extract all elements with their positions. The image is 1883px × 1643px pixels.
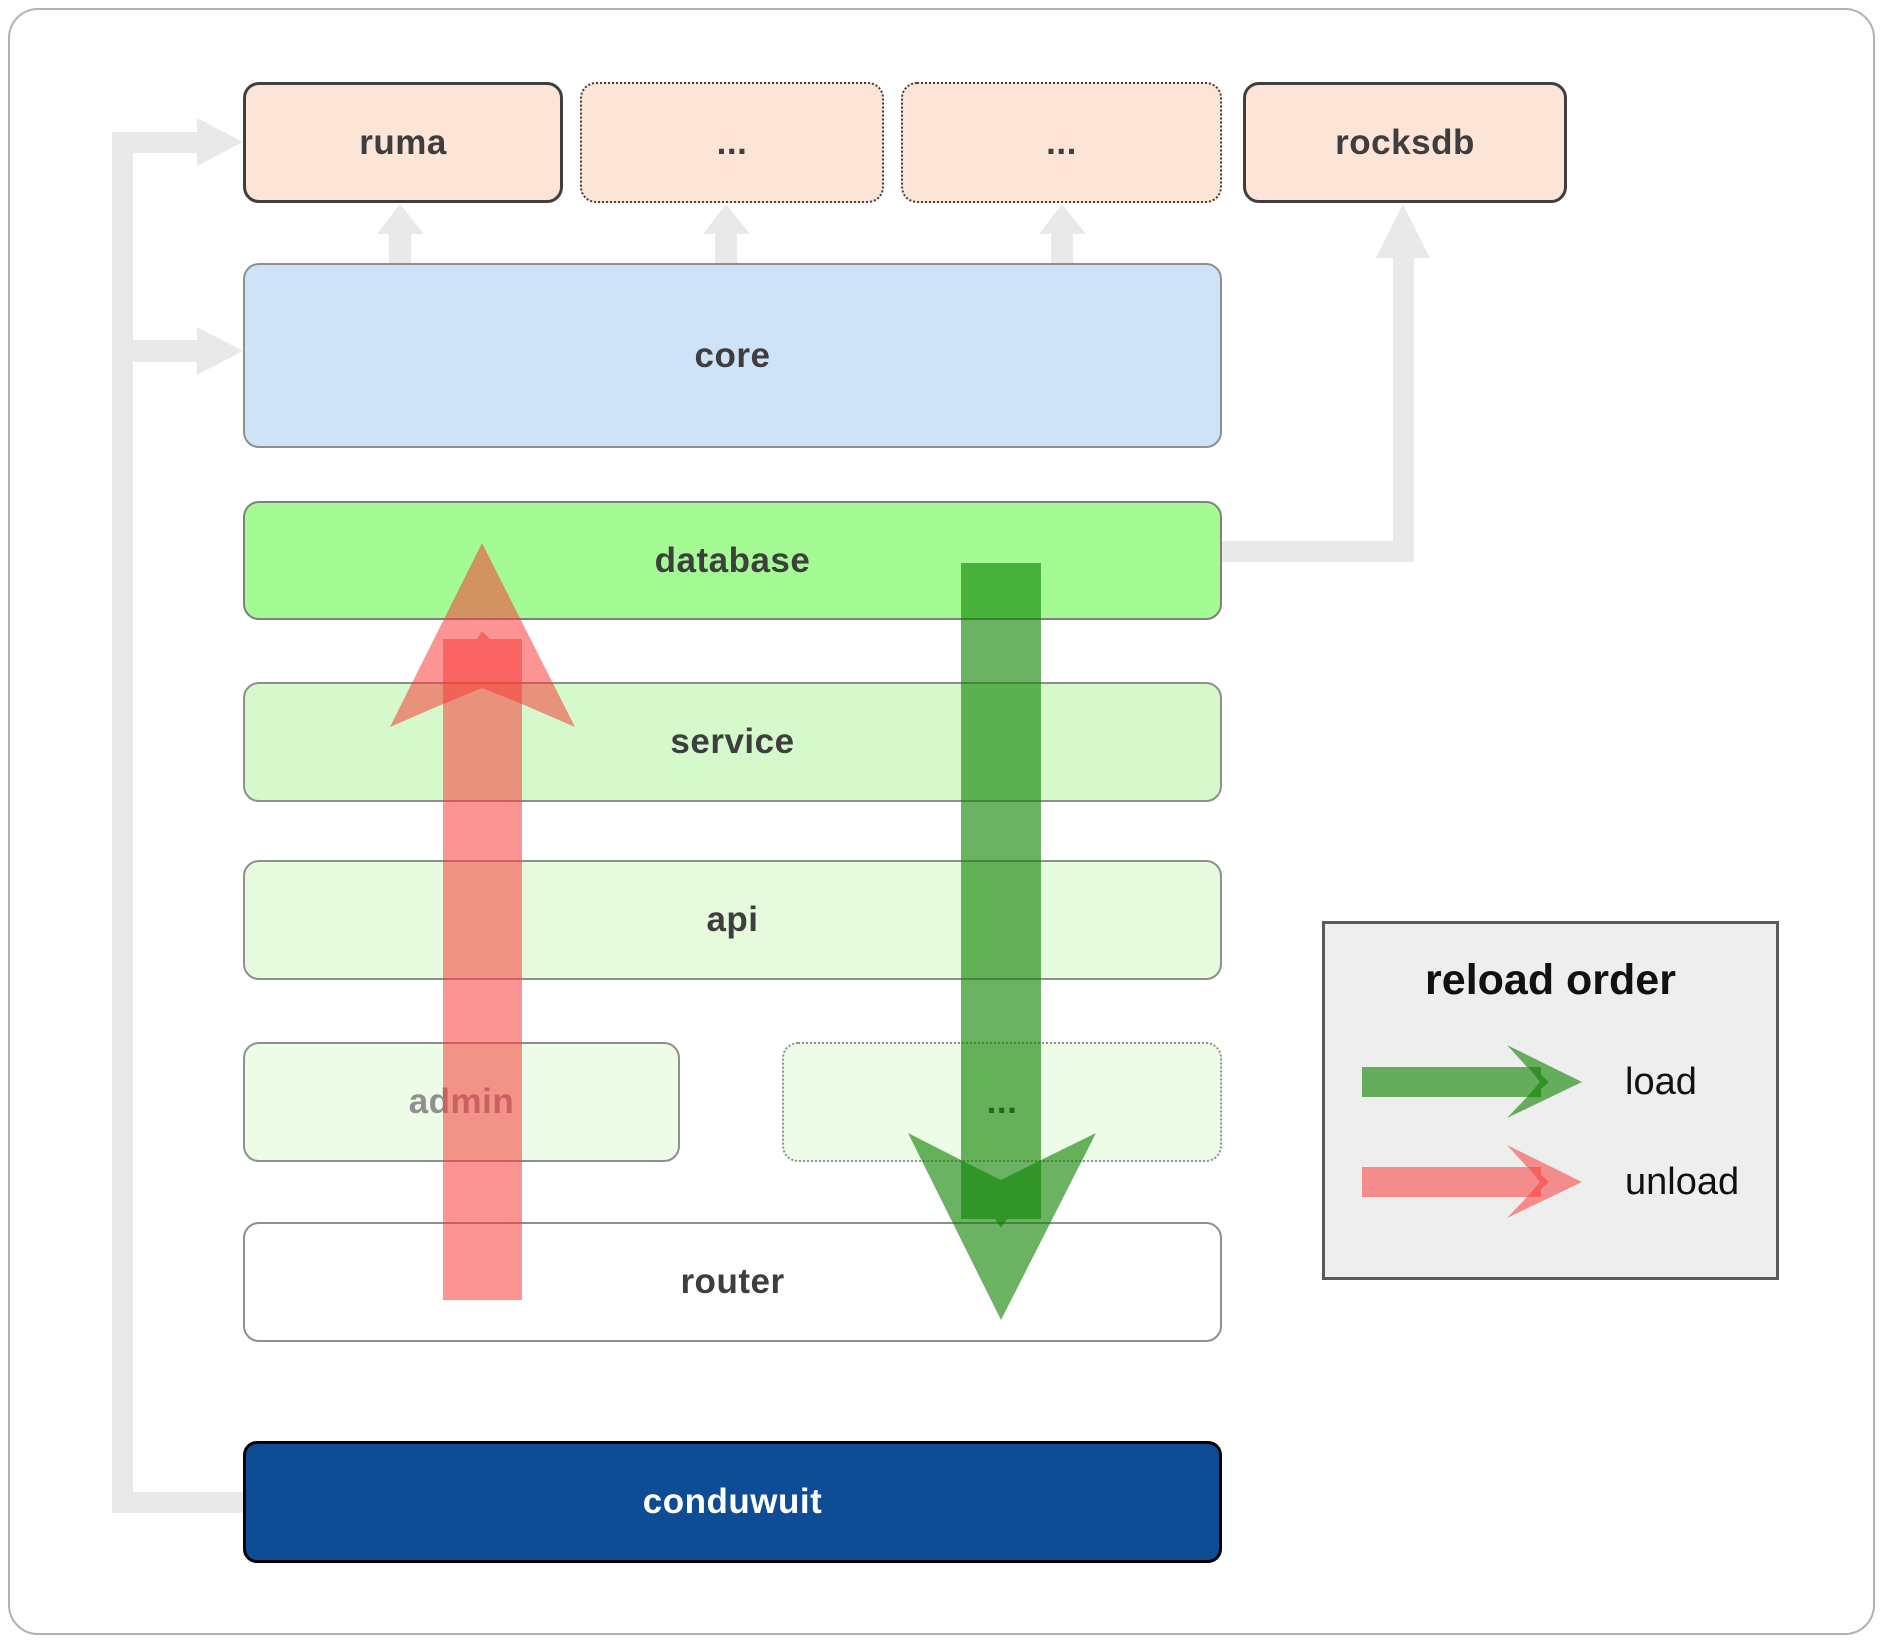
box-conduwuit-label: conduwuit	[642, 1482, 823, 1521]
box-dots-top-2-label: ...	[1046, 122, 1077, 162]
box-database: database	[243, 501, 1222, 620]
box-api-label: api	[706, 900, 759, 939]
box-ruma-label: ruma	[359, 122, 447, 162]
canvas-border	[8, 8, 1875, 1635]
box-dots-top-2: ...	[901, 82, 1222, 203]
box-rocksdb: rocksdb	[1243, 82, 1567, 203]
box-service: service	[243, 682, 1222, 802]
legend-load-label: load	[1625, 1061, 1697, 1103]
box-ruma: ruma	[243, 82, 563, 203]
box-service-label: service	[670, 722, 795, 761]
box-conduwuit: conduwuit	[243, 1441, 1222, 1563]
legend-box: reload order load unload	[1322, 921, 1779, 1280]
box-dots-admin-row: ...	[782, 1042, 1222, 1162]
box-dots-top-1-label: ...	[716, 122, 748, 162]
box-api: api	[243, 860, 1222, 980]
box-admin: admin	[243, 1042, 680, 1162]
box-core-label: core	[694, 335, 771, 375]
box-dots-admin-row-label: ...	[986, 1082, 1018, 1121]
box-router: router	[243, 1222, 1222, 1342]
box-dots-top-1: ...	[580, 82, 884, 203]
legend-title: reload order	[1425, 956, 1676, 1004]
box-rocksdb-label: rocksdb	[1335, 122, 1475, 162]
box-core: core	[243, 263, 1222, 448]
box-database-label: database	[654, 540, 811, 580]
box-admin-label: admin	[408, 1082, 515, 1121]
box-router-label: router	[680, 1262, 785, 1301]
legend-unload-label: unload	[1625, 1161, 1740, 1203]
